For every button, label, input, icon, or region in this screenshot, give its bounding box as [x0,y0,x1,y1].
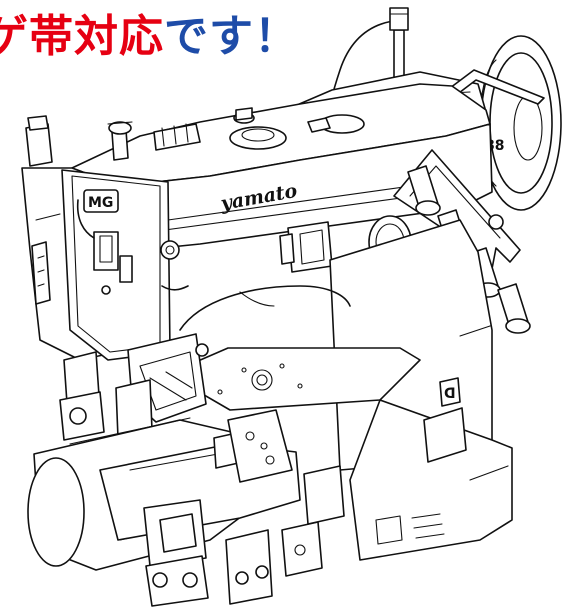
headline-blue-text: です！ [164,11,299,62]
svg-text:ᗡ: ᗡ [444,386,456,402]
top-oil-caps [229,107,365,150]
tension-knob-4 [497,283,531,334]
side-slot-plate [31,241,51,305]
headline-red-text: ゲ帯対応 [0,11,164,62]
needle-assembly [59,333,209,441]
mg-badge-label: MG [88,195,113,211]
face-switch-box [76,199,133,295]
arm-opening [179,285,351,331]
bed-top-plate [167,347,421,411]
headline-inner: ゲ帯対応です！ [0,0,299,74]
tension-knob-1 [407,165,441,216]
left-top-knobs [25,115,201,167]
mg-badge: MG [83,189,119,213]
front-switch [279,221,333,273]
arm-knob [160,240,189,291]
base-right-block [349,399,513,561]
headline: ゲ帯対応です！ [0,0,330,74]
bottom-plates [143,465,345,607]
